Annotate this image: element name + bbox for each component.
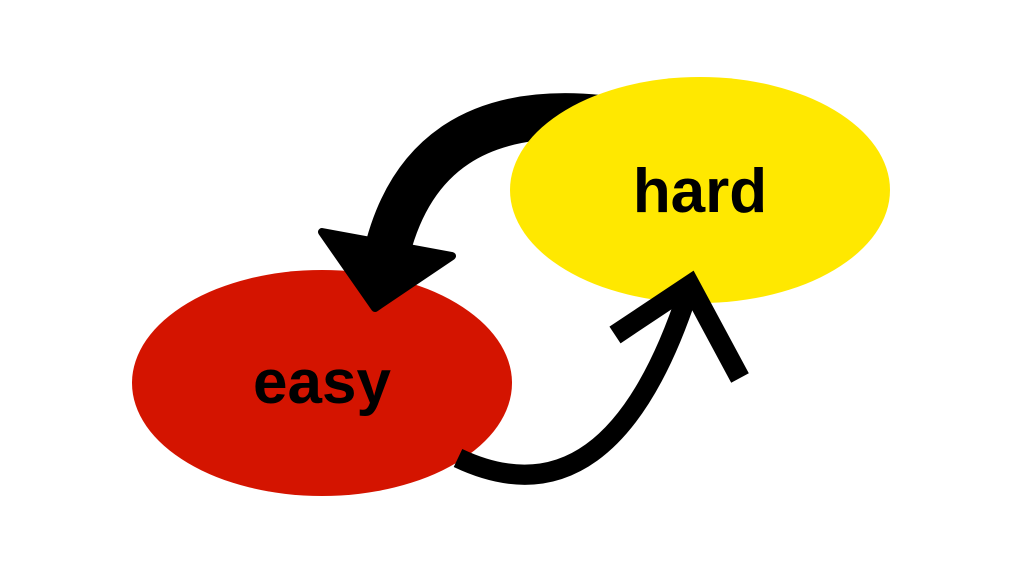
easy-label: easy bbox=[253, 348, 391, 417]
easy-node bbox=[132, 270, 512, 496]
hard-label: hard bbox=[633, 157, 767, 226]
arrow-easy-to-hard bbox=[453, 270, 749, 485]
hard-node bbox=[510, 77, 890, 303]
